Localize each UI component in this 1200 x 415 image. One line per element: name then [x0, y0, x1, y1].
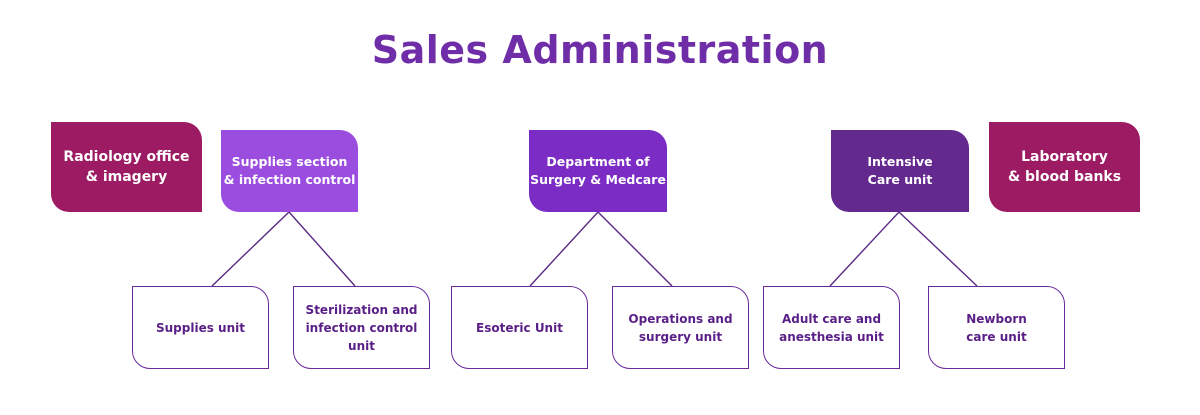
- surgery-department-box: Department of Surgery & Medcare: [529, 130, 667, 212]
- operations-unit-box: Operations and surgery unit: [612, 286, 749, 369]
- esoteric-unit-label: Esoteric Unit: [476, 320, 563, 335]
- laboratory-box: Laboratory & blood banks: [989, 122, 1140, 212]
- connector-icu-to-adult-care: [829, 211, 900, 287]
- operations-unit-label: Operations and surgery unit: [628, 311, 733, 344]
- surgery-department-label: Department of Surgery & Medcare: [530, 153, 666, 187]
- supplies-section-label: Supplies section & infection control: [223, 153, 356, 187]
- laboratory-label: Laboratory & blood banks: [1007, 148, 1122, 185]
- supplies-unit-box: Supplies unit: [132, 286, 269, 369]
- radiology-office-label: Radiology office & imagery: [63, 148, 190, 185]
- newborn-care-unit-label: Newborn care unit: [966, 311, 1027, 344]
- connector-supplies-to-sterilization: [288, 211, 356, 287]
- adult-care-unit-label: Adult care and anesthesia unit: [779, 311, 884, 344]
- adult-care-unit-box: Adult care and anesthesia unit: [763, 286, 900, 369]
- supplies-section-box: Supplies section & infection control: [221, 130, 358, 212]
- intensive-care-label: Intensive Care unit: [867, 153, 933, 187]
- sterilization-unit-box: Sterilization and infection control unit: [293, 286, 430, 369]
- connector-surgery-to-operations: [597, 211, 673, 287]
- sterilization-unit-label: Sterilization and infection control unit: [305, 302, 418, 353]
- radiology-office-box: Radiology office & imagery: [51, 122, 202, 212]
- page-title: Sales Administration: [371, 28, 829, 72]
- connector-surgery-to-esoteric: [529, 211, 599, 287]
- intensive-care-box: Intensive Care unit: [831, 130, 969, 212]
- newborn-care-unit-box: Newborn care unit: [928, 286, 1065, 369]
- connector-icu-to-newborn: [898, 211, 978, 287]
- supplies-unit-label: Supplies unit: [156, 320, 245, 335]
- esoteric-unit-box: Esoteric Unit: [451, 286, 588, 369]
- connector-supplies-to-supplies-unit: [211, 211, 290, 287]
